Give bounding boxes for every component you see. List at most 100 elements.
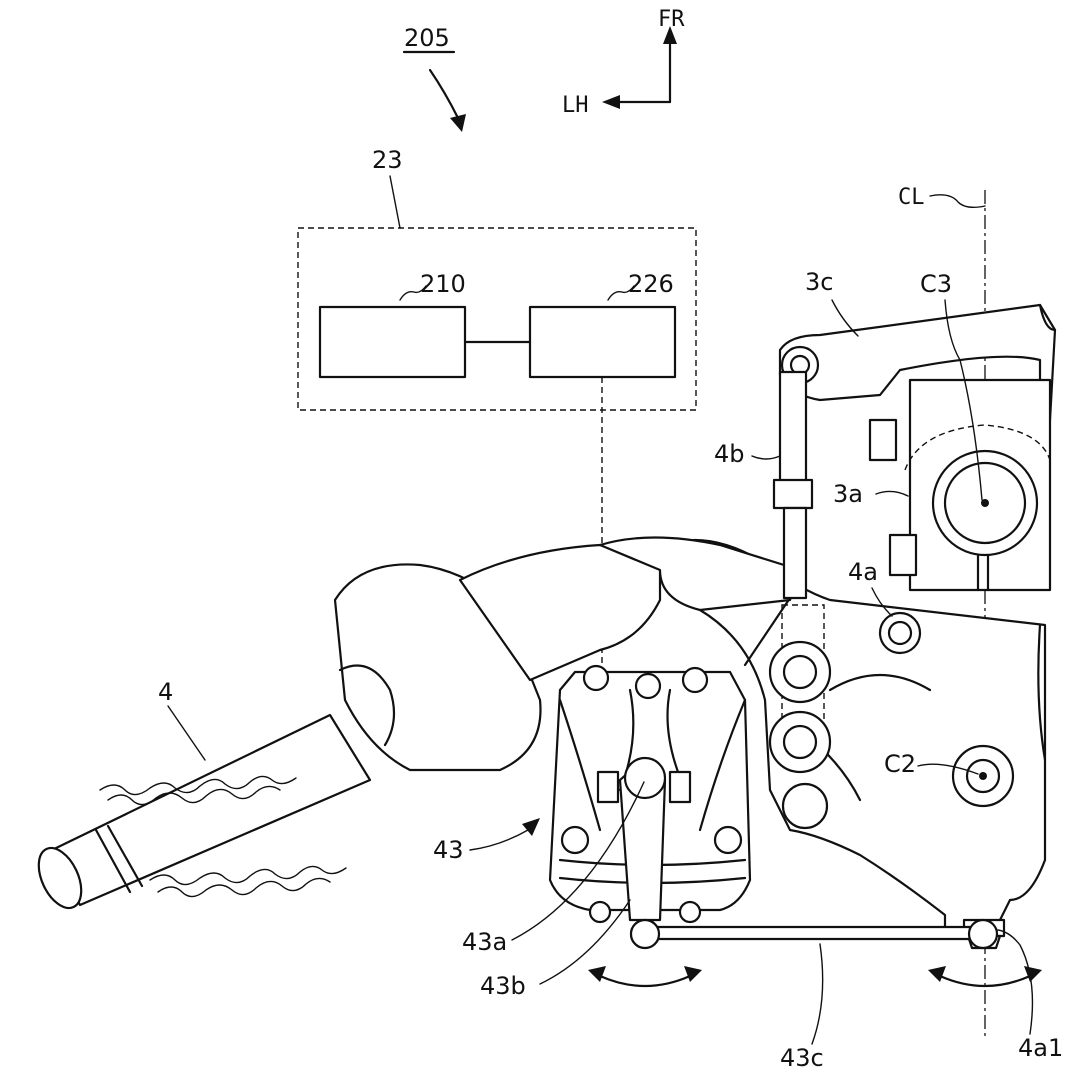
block-226-leader — [607, 285, 635, 301]
grip-housing-edge — [338, 664, 396, 747]
rod-nut — [772, 478, 814, 510]
block-210 — [318, 305, 467, 379]
figure-number: 205 — [402, 24, 466, 132]
actuator-side-bolt-right — [668, 770, 692, 804]
rod-upper — [778, 370, 808, 484]
actuator-label: 43 — [433, 836, 464, 864]
pivot-c2-dot — [979, 772, 987, 780]
pivot-c3-label: C3 — [920, 270, 952, 298]
control-box-leader — [389, 175, 401, 229]
figure-number-text: 205 — [404, 24, 450, 52]
actuator-arm-leader — [539, 899, 631, 985]
actuator-leader — [469, 829, 529, 851]
clamp-label: 3a — [833, 480, 863, 508]
actuator-tab-3 — [681, 666, 709, 694]
actuator-shaft-leader — [511, 781, 645, 941]
top-bracket: 3c C3 3a — [778, 268, 1057, 592]
frame-edge-1 — [743, 596, 792, 667]
actuator-shaft-label: 43a — [462, 928, 507, 956]
actuator-leader-arrowhead — [522, 818, 540, 836]
actuator-tab-1 — [582, 664, 610, 692]
link-rod-end-right — [967, 918, 999, 950]
link-bolt-upper-inner — [782, 654, 818, 690]
pivot-c3-dot — [981, 499, 989, 507]
bracket-break-line — [1038, 303, 1057, 332]
hand-line-lower-1 — [149, 865, 347, 886]
grip-joint — [598, 536, 802, 612]
frame-edge-2 — [828, 674, 932, 692]
hand-line-lower-2 — [157, 877, 331, 898]
handle-grip: 4 — [37, 536, 802, 910]
link-rod-43c: 43c — [629, 918, 999, 1072]
link-rod-body — [648, 925, 972, 941]
block-226-label: 226 — [628, 270, 674, 298]
center-line-leader — [929, 194, 986, 209]
forward-arrowhead — [663, 26, 677, 44]
bracket-label: 3c — [805, 268, 833, 296]
control-box-label: 23 — [372, 146, 403, 174]
rod-leader — [751, 455, 781, 460]
block-210-leader — [399, 285, 427, 301]
rotation-arrow-left — [598, 974, 692, 988]
clamp-bolt-upper — [868, 418, 898, 462]
rod-lower — [782, 506, 808, 600]
link-rod-label: 43c — [780, 1044, 824, 1072]
hand-line-upper-1 — [99, 775, 297, 796]
forward-label: FR — [658, 7, 685, 32]
actuator-shaft-43a — [623, 756, 667, 800]
actuator-tab-2 — [634, 672, 662, 700]
link-pin — [781, 782, 829, 830]
frame-break-line — [1037, 623, 1047, 762]
actuator-side-bolt-left — [596, 770, 620, 804]
direction-indicator: FR LH — [562, 7, 685, 118]
link-bolt-lower-inner — [782, 724, 818, 760]
actuator-housing-edge-left — [558, 698, 602, 832]
arm-label: 4a — [848, 558, 878, 586]
arm-leader — [871, 587, 893, 617]
center-line-label: CL — [898, 185, 925, 210]
left-label: LH — [562, 93, 589, 118]
handle-leader — [167, 705, 206, 761]
rotation-arrow-right-head-a — [928, 966, 946, 982]
rod-label: 4b — [714, 440, 745, 468]
link-rod-end-left — [629, 918, 661, 950]
rotation-arrow-left-head-b — [684, 966, 702, 982]
rotation-arrow-left-head-a — [588, 966, 606, 982]
arm-bolt-inner — [887, 620, 913, 646]
actuator-43: 43 43a 43b — [433, 664, 752, 1000]
grip-ring-1 — [94, 828, 132, 894]
clamp-hidden-arc — [904, 424, 1051, 471]
arm-tip-label: 4a1 — [1018, 1034, 1063, 1062]
left-arrowhead — [602, 95, 620, 109]
grip-end — [37, 846, 83, 910]
pivot-c2-label: C2 — [884, 750, 916, 778]
actuator-arm-label: 43b — [480, 972, 526, 1000]
actuator-foot-right — [678, 900, 702, 924]
rotation-arrows — [588, 966, 1042, 988]
rotation-arrow-right — [938, 974, 1032, 988]
actuator-boss-left — [560, 825, 590, 855]
control-box: 23 210 226 — [297, 146, 697, 411]
clamp-bolt-lower — [888, 533, 918, 577]
actuator-housing-edge-right — [698, 698, 747, 832]
rotation-arrow-right-head-b — [1024, 966, 1042, 982]
clamp-leader — [875, 490, 909, 497]
pivot-c3-leader — [944, 299, 983, 501]
block-226 — [528, 305, 677, 379]
figure-number-leader — [428, 68, 460, 120]
bracket-leader — [831, 299, 859, 337]
figure-number-arrowhead — [450, 114, 466, 132]
grip-shaft — [50, 713, 372, 907]
rod-4b: 4b — [714, 370, 814, 600]
actuator-foot-left — [588, 900, 612, 924]
pivot-c2-leader — [917, 763, 979, 775]
link-rod-leader — [811, 943, 824, 1045]
grip-ring-2 — [106, 824, 144, 888]
actuator-boss-right — [713, 825, 743, 855]
arm-tip-leader — [997, 929, 1034, 1035]
hand-line-upper-2 — [107, 785, 281, 806]
handle-label: 4 — [158, 678, 173, 706]
arm-4a: 4a C2 4a1 — [768, 558, 1063, 1062]
block-210-label: 210 — [420, 270, 466, 298]
